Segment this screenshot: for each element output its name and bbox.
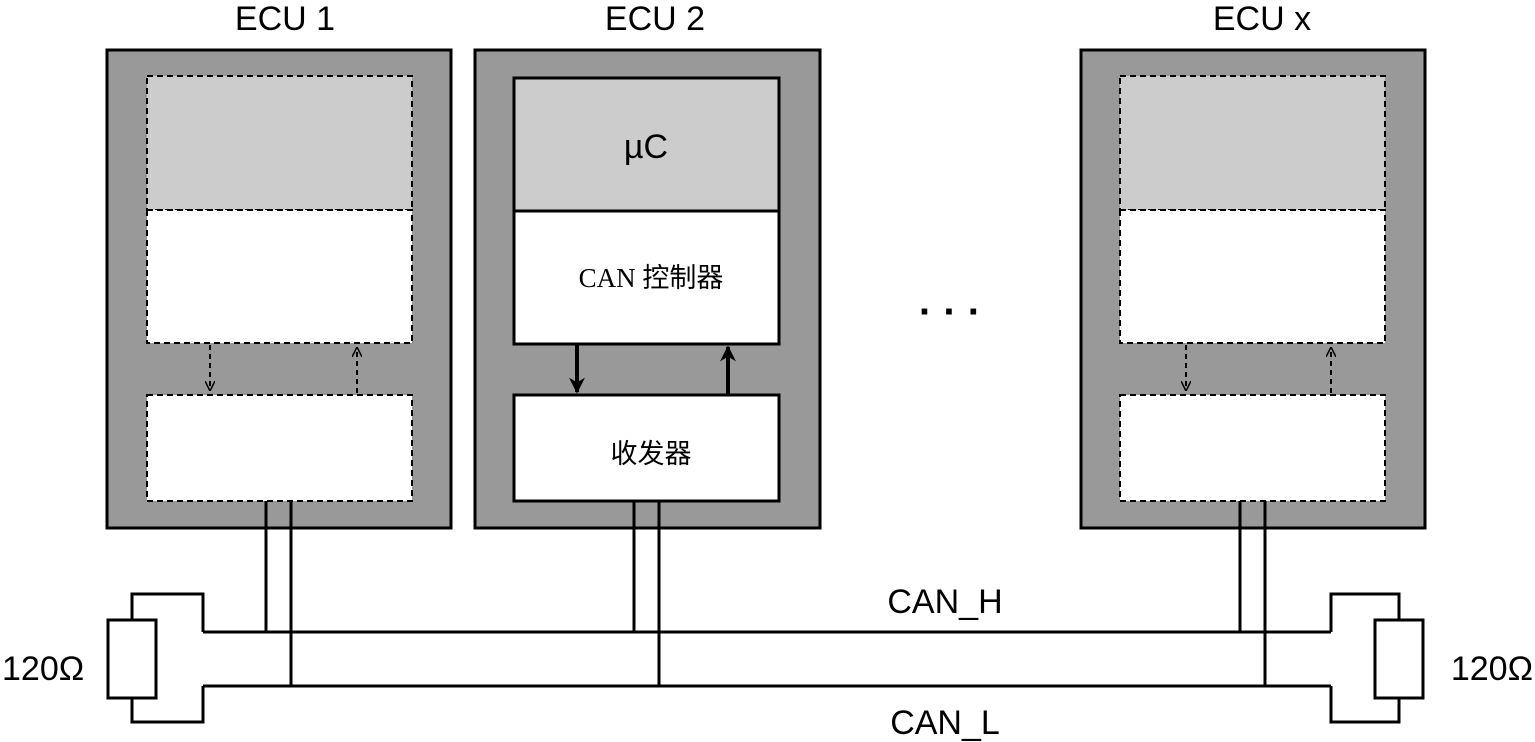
ecu-x-mcu-block [1119,75,1386,211]
right-terminator-label: 120Ω [1451,650,1533,688]
ecu-1-title: ECU 1 [235,0,335,38]
ecu-2-transceiver-block [512,393,781,503]
ecu-2-controller-block [512,209,781,346]
right-resistor [1373,618,1425,700]
ecu-1 [105,48,453,530]
ecu-2-title: ECU 2 [605,0,705,38]
left-resistor [106,618,158,700]
bus-stubs [264,501,1267,686]
left-terminator-label: 120Ω [2,650,84,688]
ecu-2-mcu-block [512,76,781,213]
ecu-x-controller-block [1119,209,1386,344]
ellipsis: · · · [919,290,981,334]
ecu-x [1079,48,1427,530]
left-terminator [106,592,205,724]
ecu-2-transceiver-label: 收发器 [611,439,692,469]
ecu-2-mcu-label: µC [624,128,668,166]
ecu-2-controller-label: CAN 控制器 [579,263,724,293]
ecu-2: µC CAN 控制器 收发器 [473,48,822,530]
can-low-label: CAN_L [890,704,1000,742]
ecu-x-transceiver-block [1119,394,1386,502]
can-high-label: CAN_H [887,583,1002,621]
ecu-1-mcu-block [146,75,413,211]
ecu-1-controller-block [146,209,413,344]
right-terminator [1329,592,1425,724]
ecu-x-title: ECU x [1213,0,1311,38]
ecu-1-transceiver-block [146,394,413,502]
